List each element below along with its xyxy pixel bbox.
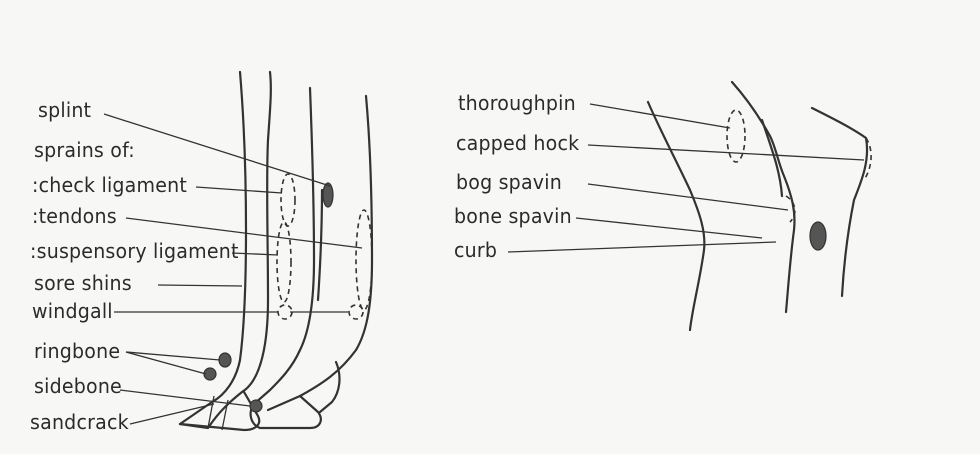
thoroughpin-leader (590, 104, 730, 128)
label-ringbone: ringbone (34, 342, 120, 363)
label-splint: splint (38, 101, 91, 122)
bone-spavin-leader (576, 218, 762, 238)
label-suspensory-ligament: :suspensory ligament (30, 242, 239, 263)
sidebone-leader (120, 390, 250, 406)
label-curb: curb (454, 241, 497, 262)
capped-hock-leader (588, 145, 864, 160)
curb-leader (508, 242, 776, 252)
label-capped-hock: capped hock (456, 134, 579, 155)
sidebone-mark (250, 400, 262, 412)
check-ligament-leader (196, 187, 282, 193)
hock-back-outline (732, 82, 795, 312)
rear-hoof-outline (251, 396, 321, 428)
sore-shins-leader (158, 285, 242, 286)
splint-mark (323, 183, 333, 207)
hock-front-outline (648, 102, 704, 330)
windgall-rear-mark (349, 305, 363, 319)
label-windgall: windgall (32, 302, 113, 323)
label-thoroughpin: thoroughpin (458, 94, 576, 115)
windgall-front-mark (278, 305, 292, 319)
suspensory-swelling (277, 222, 291, 302)
suspensory-leader (232, 253, 278, 255)
label-bog-spavin: bog spavin (456, 173, 562, 194)
label-sandcrack: sandcrack (30, 413, 129, 434)
sandcrack-leader (130, 404, 214, 424)
bone-spavin-mark (810, 222, 826, 250)
ringbone-upper-mark (219, 353, 231, 367)
check-ligament-swelling (281, 174, 295, 226)
thoroughpin-swelling (727, 110, 745, 162)
label-sore-shins: sore shins (34, 274, 132, 295)
label-bone-spavin: bone spavin (454, 207, 572, 228)
label-tendons: :tendons (32, 207, 117, 228)
hock-inner-line (762, 120, 782, 196)
rear-pastern-inner (318, 190, 322, 300)
label-sidebone: sidebone (34, 377, 122, 398)
label-check-ligament: :check ligament (32, 176, 187, 197)
rear-of-leg-outline (812, 108, 867, 296)
label-sprains-of: sprains of: (34, 141, 135, 162)
rear-heel-curve (320, 362, 339, 412)
